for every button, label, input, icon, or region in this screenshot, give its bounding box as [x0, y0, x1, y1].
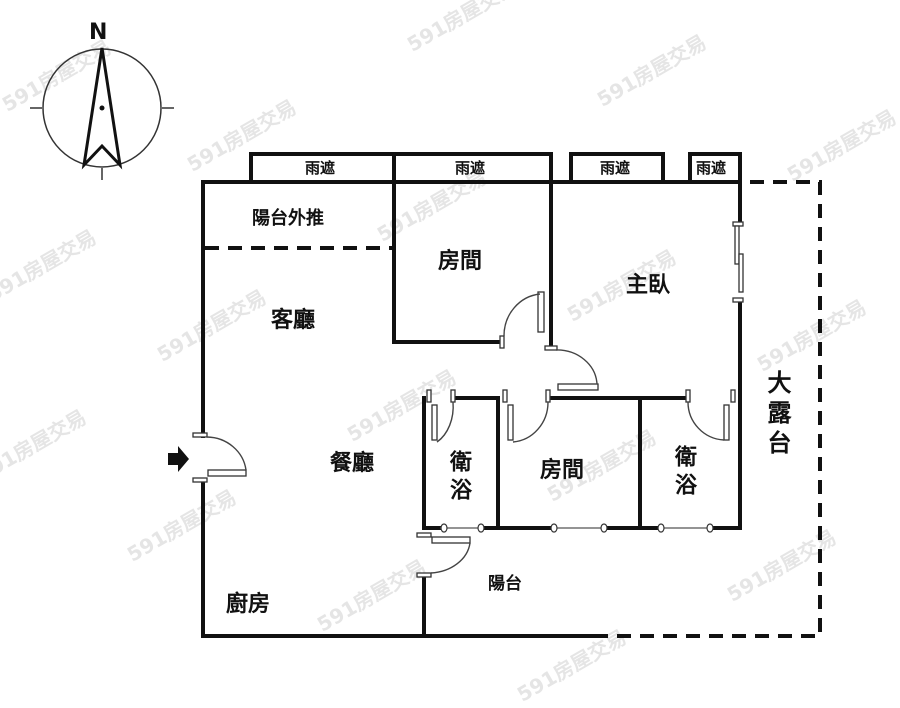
entrance-arrow-icon	[168, 446, 189, 472]
compass-icon	[30, 47, 174, 180]
room-label-master-bedroom: 主臥	[626, 273, 671, 298]
room-label-kitchen: 廚房	[226, 592, 271, 617]
canopy-label: 雨遮	[455, 159, 486, 177]
room-label-dining-room: 餐廳	[330, 451, 375, 476]
sliding-door	[732, 221, 744, 303]
room-label-bedroom-top: 房間	[438, 249, 483, 274]
doors	[192, 291, 736, 578]
canopy-label: 雨遮	[600, 159, 631, 177]
room-label-bedroom-middle: 房間	[540, 458, 585, 483]
room-label-living-room: 客廳	[271, 308, 316, 333]
room-label-large-terrace: 大露台	[763, 370, 791, 460]
compass-north-label: N	[89, 20, 108, 45]
canopy-label: 雨遮	[305, 159, 336, 177]
canopy-label: 雨遮	[696, 159, 727, 177]
room-label-bathroom-left: 衛浴	[446, 450, 471, 506]
room-label-balcony-extension: 陽台外推	[252, 208, 324, 229]
room-label-bathroom-right: 衛浴	[671, 445, 696, 501]
canopies	[249, 152, 742, 184]
floor-plan	[30, 47, 822, 638]
interior-walls	[392, 180, 742, 638]
dashed-boundaries	[205, 180, 822, 638]
windows	[440, 523, 714, 533]
room-label-balcony: 陽台	[488, 574, 522, 594]
exterior-walls	[201, 180, 742, 638]
